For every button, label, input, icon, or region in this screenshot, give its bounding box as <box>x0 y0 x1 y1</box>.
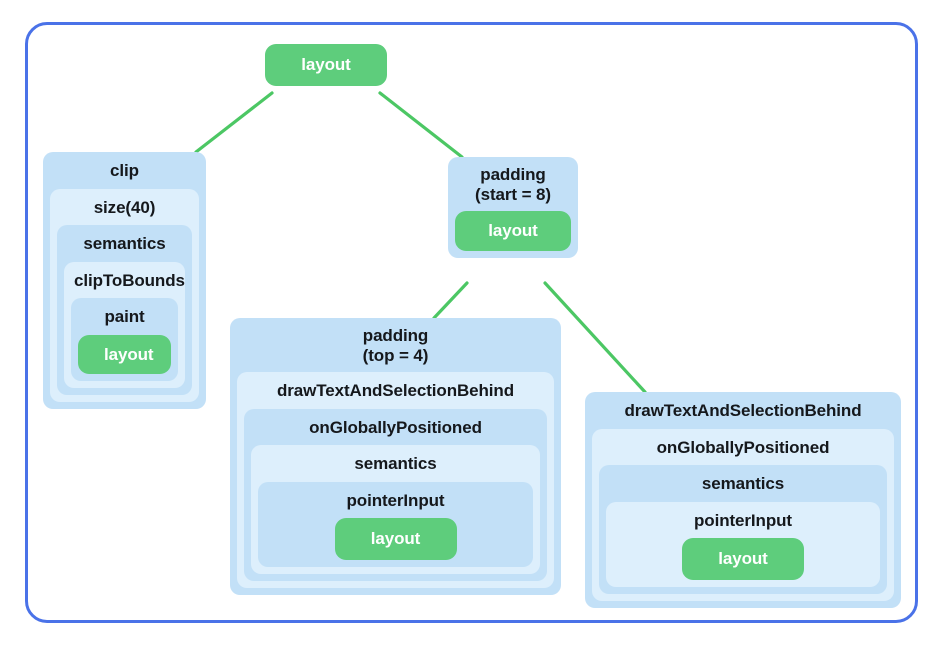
node-pointerinput-middle-children: layout <box>258 518 533 567</box>
node-label-cliptobounds: clipToBounds <box>74 270 185 290</box>
node-paint-children: layout <box>71 334 178 382</box>
node-drawtext-middle[interactable]: drawTextAndSelectionBehind onGloballyPos… <box>237 372 554 588</box>
node-pointerinput-middle[interactable]: pointerInput layout <box>258 481 533 567</box>
node-label-leaf-layout-clip: layout <box>104 344 154 364</box>
node-label-semantics-clip: semantics <box>83 234 166 254</box>
diagram-frame-border <box>25 22 918 623</box>
node-label-leaf-layout-middle: layout <box>370 529 421 549</box>
node-label-drawtext-middle: drawTextAndSelectionBehind <box>276 381 514 401</box>
node-label-drawtext-right: drawTextAndSelectionBehind <box>624 401 862 420</box>
node-padding-top[interactable]: padding (top = 4) drawTextAndSelectionBe… <box>230 318 561 595</box>
node-label-padding-start: padding (start = 8) <box>475 165 551 204</box>
node-cliptobounds-children: paint layout <box>64 298 185 388</box>
node-ongloballypositioned-middle-children: semantics pointerInput layout <box>244 445 547 581</box>
node-leaf-layout-right[interactable]: layout <box>682 538 804 580</box>
node-leaf-layout-middle[interactable]: layout <box>334 518 457 560</box>
node-label-ongloballypositioned-right: onGloballyPositioned <box>656 437 830 457</box>
node-label-root-layout: layout <box>301 55 351 74</box>
node-label-semantics-middle: semantics <box>354 454 437 474</box>
node-size40[interactable]: size(40) semantics clipToBounds paint <box>50 188 199 403</box>
node-semantics-clip-children: clipToBounds paint layout <box>57 261 192 396</box>
node-semantics-middle-children: pointerInput layout <box>251 481 540 574</box>
node-padding-start-children: layout <box>448 211 578 258</box>
node-ongloballypositioned-right-children: semantics pointerInput layout <box>592 465 894 601</box>
node-label-leaf-layout-padding-start: layout <box>488 221 538 241</box>
node-root-layout[interactable]: layout <box>265 44 387 86</box>
node-label-ongloballypositioned-middle: onGloballyPositioned <box>309 417 482 437</box>
node-pointerinput-right-children: layout <box>606 538 880 587</box>
node-clip[interactable]: clip size(40) semantics clipToBounds pai… <box>43 152 206 410</box>
node-pointerinput-right[interactable]: pointerInput layout <box>606 501 880 587</box>
node-label-clip: clip <box>110 161 139 180</box>
node-semantics-right[interactable]: semantics pointerInput layout <box>599 465 887 594</box>
node-label-semantics-right: semantics <box>701 474 785 494</box>
node-leaf-layout-padding-start[interactable]: layout <box>455 211 571 251</box>
node-drawtext-right[interactable]: drawTextAndSelectionBehind onGloballyPos… <box>585 392 901 608</box>
node-semantics-right-children: pointerInput layout <box>599 501 887 594</box>
node-drawtext-right-children: onGloballyPositioned semantics pointerIn… <box>585 428 901 608</box>
node-label-pointerinput-right: pointerInput <box>694 510 792 530</box>
node-leaf-layout-clip[interactable]: layout <box>78 334 171 375</box>
node-paint[interactable]: paint layout <box>71 298 178 382</box>
node-ongloballypositioned-right[interactable]: onGloballyPositioned semantics pointerIn… <box>592 428 894 601</box>
node-padding-top-children: drawTextAndSelectionBehind onGloballyPos… <box>230 372 561 595</box>
node-drawtext-middle-children: onGloballyPositioned semantics pointerIn… <box>237 408 554 588</box>
node-ongloballypositioned-middle[interactable]: onGloballyPositioned semantics pointerIn… <box>244 408 547 581</box>
node-label-size40: size(40) <box>93 197 156 217</box>
node-label-paint: paint <box>104 307 145 327</box>
node-clip-children: size(40) semantics clipToBounds paint <box>43 188 206 410</box>
node-semantics-middle[interactable]: semantics pointerInput layout <box>251 445 540 574</box>
node-label-pointerinput-middle: pointerInput <box>346 490 445 510</box>
node-size40-children: semantics clipToBounds paint lay <box>50 225 199 402</box>
node-label-padding-top: padding (top = 4) <box>362 326 429 365</box>
node-padding-start[interactable]: padding (start = 8) layout <box>448 157 578 258</box>
node-label-leaf-layout-right: layout <box>718 549 768 569</box>
node-semantics-clip[interactable]: semantics clipToBounds paint lay <box>57 225 192 396</box>
node-cliptobounds[interactable]: clipToBounds paint layout <box>64 261 185 389</box>
